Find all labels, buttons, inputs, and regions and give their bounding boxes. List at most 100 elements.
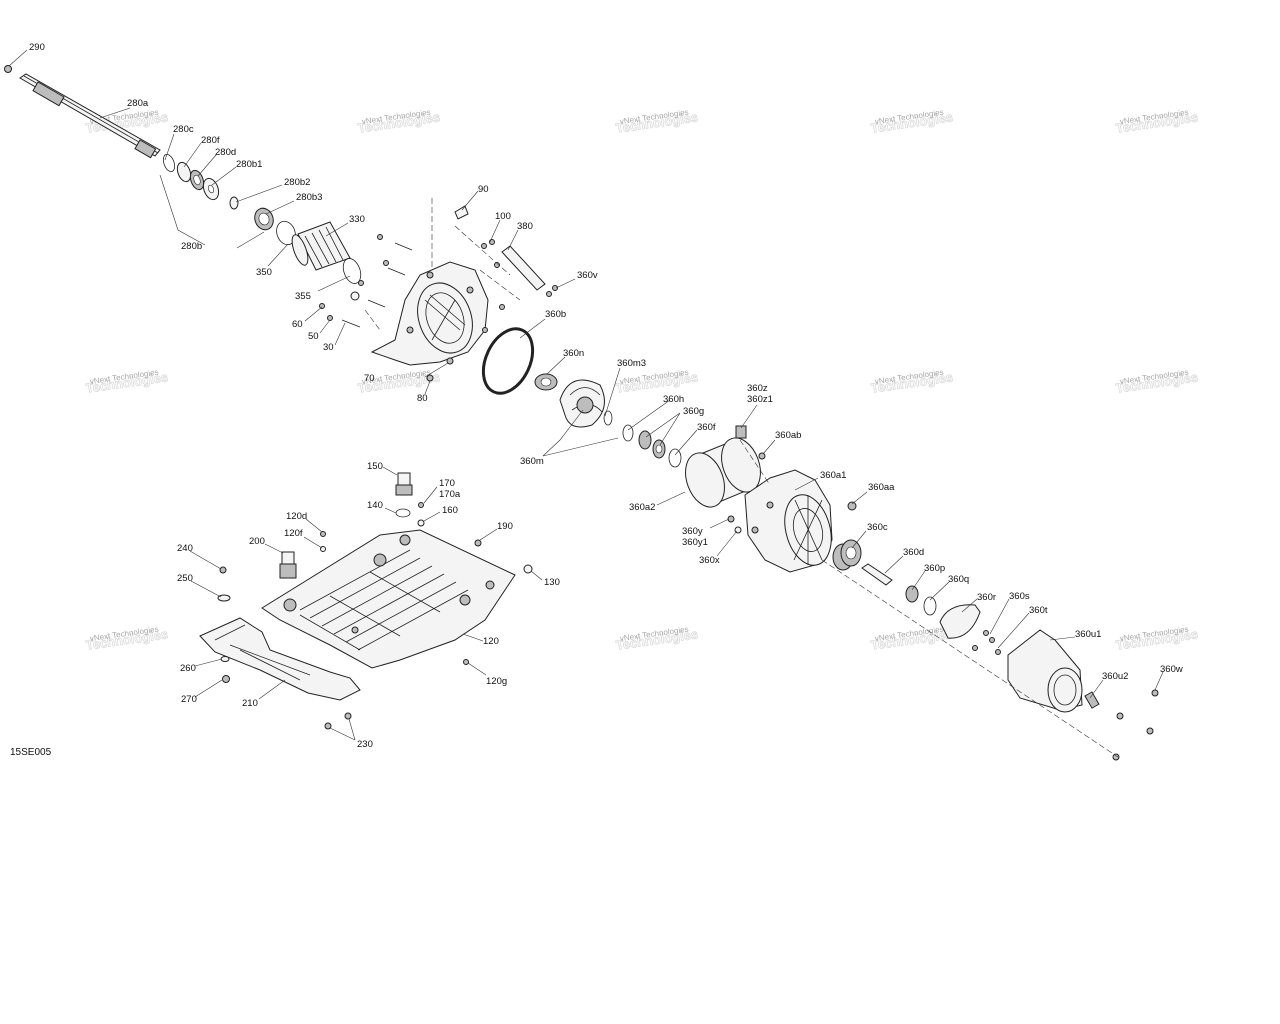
spacer-280b (229, 196, 239, 210)
callout-360u2: 360u2 (1102, 671, 1128, 682)
figure-code: 15SE005 (10, 747, 52, 758)
callout-70: 70 (364, 373, 375, 384)
nut-270 (222, 675, 230, 683)
callout-360y: 360y (682, 526, 703, 537)
callout-380: 380 (517, 221, 533, 232)
callout-100: 100 (495, 211, 511, 222)
callout-30: 30 (323, 342, 334, 353)
clamp-355 (342, 258, 362, 284)
callout-labels: 290 280a 280c 280f 280d 280b1 280b2 280b… (10, 42, 1183, 758)
callout-120g: 120g (486, 676, 507, 687)
ride-plate-120 (261, 529, 516, 669)
pump-body-group (727, 425, 1159, 761)
clamp-280b3 (276, 220, 296, 246)
callout-360q: 360q (948, 574, 969, 585)
washer-260 (220, 656, 230, 662)
oring-360q (923, 596, 937, 616)
seal-360g (638, 430, 652, 450)
shaft-splines (32, 81, 65, 107)
callout-360a2: 360a2 (629, 502, 655, 513)
callout-360w: 360w (1160, 664, 1183, 675)
callout-330: 330 (349, 214, 365, 225)
callout-250: 250 (177, 573, 193, 584)
fitting-360ab (758, 452, 766, 460)
callout-280b: 280b (181, 241, 202, 252)
callout-280c: 280c (173, 124, 194, 135)
circlip-360h (622, 424, 634, 442)
callout-230: 230 (357, 739, 373, 750)
washer-250 (217, 594, 231, 602)
screw-120g (463, 659, 469, 665)
plug-130 (523, 564, 533, 574)
callout-150: 150 (367, 461, 383, 472)
callout-190: 190 (497, 521, 513, 532)
fitting-360v (552, 285, 558, 291)
callout-160: 160 (442, 505, 458, 516)
callout-130: 130 (544, 577, 560, 588)
screw-170 (418, 502, 424, 508)
screw-360w (1151, 689, 1159, 697)
callout-360n: 360n (563, 348, 584, 359)
callout-360g: 360g (683, 406, 704, 417)
screw-230-a (324, 722, 332, 730)
wear-ring-360b (481, 327, 535, 395)
cone-360r (939, 604, 981, 639)
screw-360s (989, 637, 995, 643)
screw-240 (219, 566, 227, 574)
callout-280a: 280a (127, 98, 149, 109)
callout-360b: 360b (545, 309, 566, 320)
callout-350: 350 (256, 267, 272, 278)
callout-360z1: 360z1 (747, 394, 773, 405)
drive-shaft-group (4, 65, 362, 301)
pump-housing-group (319, 205, 558, 382)
washer-160 (417, 519, 425, 527)
boot-330 (291, 221, 351, 271)
shaft-360d (861, 563, 893, 586)
callout-90: 90 (478, 184, 489, 195)
washer-140 (395, 508, 411, 518)
bearing-360c (832, 539, 862, 571)
screw-360t (995, 649, 1001, 655)
callout-360p: 360p (924, 563, 945, 574)
nut-80 (426, 374, 434, 382)
callout-60: 60 (292, 319, 303, 330)
studs-60-50-30 (319, 234, 413, 328)
callout-280b3: 280b3 (296, 192, 322, 203)
callout-280d: 280d (215, 147, 236, 158)
callout-355: 355 (295, 291, 311, 302)
callout-140: 140 (367, 500, 383, 511)
hose-380 (501, 245, 546, 291)
fitting-90 (454, 205, 469, 220)
fitting-200 (279, 551, 297, 579)
callout-360m3: 360m3 (617, 358, 646, 369)
ring-360m3 (603, 410, 613, 426)
nut-70 (446, 357, 454, 365)
callout-260: 260 (180, 663, 196, 674)
screw-230-b (344, 712, 352, 720)
plug-360z (735, 425, 747, 439)
callout-360x: 360x (699, 555, 720, 566)
washer-350 (350, 291, 360, 301)
callout-360c: 360c (867, 522, 888, 533)
callout-360a1: 360a1 (820, 470, 846, 481)
leader-lines (8, 49, 1164, 741)
callout-200: 200 (249, 536, 265, 547)
callout-170a: 170a (439, 489, 461, 500)
callout-360u1: 360u1 (1075, 629, 1101, 640)
callout-360z: 360z (747, 383, 768, 394)
callout-280f: 280f (201, 135, 220, 146)
callout-360m: 360m (520, 456, 544, 467)
nozzle-360u2 (1084, 691, 1100, 709)
impeller-group (481, 327, 761, 508)
circlip-280c (162, 153, 176, 173)
callout-360r: 360r (977, 592, 996, 603)
fitting-150 (395, 472, 413, 496)
callout-360t: 360t (1029, 605, 1048, 616)
callout-360h: 360h (663, 394, 684, 405)
